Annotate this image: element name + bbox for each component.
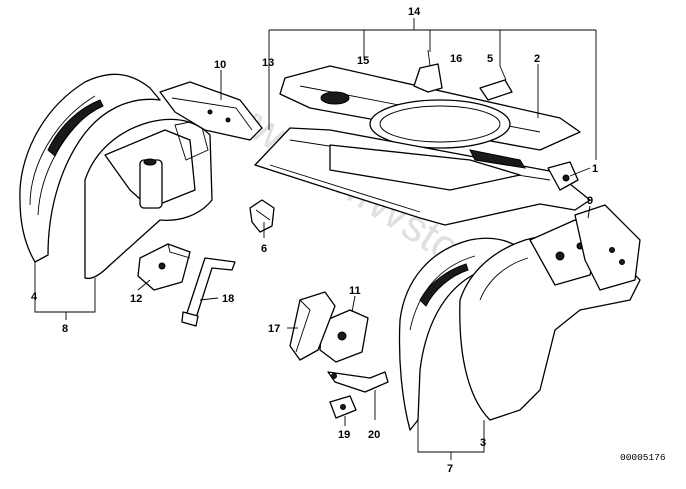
- part-17-bracket: [289, 291, 336, 361]
- part-5-clip: [479, 65, 513, 101]
- callout-14: 14: [408, 6, 421, 18]
- part-20-link-strap: [327, 371, 389, 393]
- callout-4: 4: [31, 291, 38, 303]
- part-11-reinforcement: [319, 309, 369, 363]
- part-18-support-strap: [181, 257, 236, 327]
- part-6-bracket: [249, 199, 275, 233]
- callout-15: 15: [357, 55, 369, 67]
- callout-5: 5: [487, 53, 493, 65]
- callout-20: 20: [368, 429, 380, 441]
- part-13-rear-floor-frame: [254, 127, 591, 226]
- callout-7: 7: [447, 463, 453, 475]
- part-9-rear-corner-panel: [574, 204, 641, 291]
- leader-lines: [34, 18, 597, 460]
- callout-8: 8: [62, 323, 68, 335]
- callout-16: 16: [450, 53, 462, 65]
- callout-10: 10: [214, 59, 226, 71]
- callout-9: 9: [587, 195, 593, 207]
- callout-17: 17: [268, 323, 280, 335]
- callout-11: 11: [349, 285, 361, 297]
- part-10-side-bracket: [159, 81, 263, 141]
- callout-12: 12: [130, 293, 142, 305]
- callout-1: 1: [592, 163, 598, 175]
- part-4-outer-wheelhouse-left: [19, 73, 161, 263]
- part-12-mounting-plate: [137, 243, 191, 291]
- callout-3: 3: [480, 437, 486, 449]
- part-16-bracket: [413, 49, 443, 93]
- callout-19: 19: [338, 429, 350, 441]
- callout-labels: 14 13 15 16 5 2 1 9 10 6 4 8 12 18 11 17…: [31, 6, 598, 475]
- callout-6: 6: [261, 243, 267, 255]
- callout-13: 13: [262, 57, 274, 69]
- diagram-reference-number: 00005176: [620, 452, 666, 463]
- part-19-small-plate: [329, 395, 357, 419]
- callout-2: 2: [534, 53, 540, 65]
- part-8-inner-wheelhouse-left: [84, 118, 213, 280]
- callout-18: 18: [222, 293, 234, 305]
- part-15-trunk-floor: [279, 65, 581, 151]
